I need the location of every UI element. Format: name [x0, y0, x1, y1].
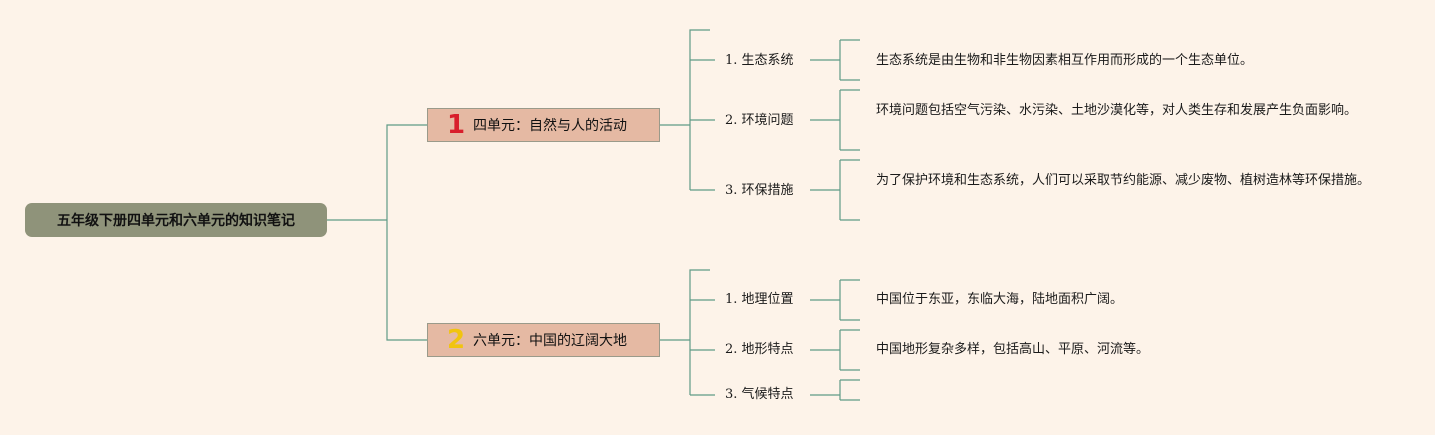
topic-connector-5	[810, 379, 860, 401]
section-node-unit6[interactable]: 2 六单元：中国的辽阔大地	[427, 323, 660, 357]
topic-connector-4	[810, 329, 860, 371]
topic-geography-location[interactable]: 1. 地理位置	[725, 292, 794, 307]
topic-environment-measures[interactable]: 3. 环保措施	[725, 183, 794, 198]
section-node-unit4[interactable]: 1 四单元：自然与人的活动	[427, 108, 660, 142]
description-terrain-features: 中国地形复杂多样，包括高山、平原、河流等。	[876, 342, 1150, 357]
topic-connector-1	[810, 89, 860, 151]
description-environment-measures: 为了保护环境和生态系统，人们可以采取节约能源、减少废物、植树造林等环保措施。	[876, 173, 1371, 188]
root-connector	[327, 124, 427, 341]
section1-connector	[660, 29, 715, 191]
root-node[interactable]: 五年级下册四单元和六单元的知识笔记	[25, 203, 327, 237]
topic-connector-3	[810, 279, 860, 321]
topic-connector-0	[810, 39, 860, 81]
section-title: 六单元：中国的辽阔大地	[473, 333, 627, 349]
root-title: 五年级下册四单元和六单元的知识笔记	[57, 213, 295, 229]
topic-climate-features[interactable]: 3. 气候特点	[725, 387, 794, 402]
section2-connector	[660, 269, 715, 396]
topic-ecosystem[interactable]: 1. 生态系统	[725, 53, 794, 68]
section-title: 四单元：自然与人的活动	[473, 118, 627, 134]
section-number-badge: 2	[446, 325, 466, 355]
description-environment-issues: 环境问题包括空气污染、水污染、土地沙漠化等，对人类生存和发展产生负面影响。	[876, 103, 1358, 118]
topic-terrain-features[interactable]: 2. 地形特点	[725, 342, 794, 357]
section-number-badge: 1	[446, 110, 466, 140]
description-geography-location: 中国位于东亚，东临大海，陆地面积广阔。	[876, 292, 1124, 307]
description-ecosystem: 生态系统是由生物和非生物因素相互作用而形成的一个生态单位。	[876, 53, 1254, 68]
topic-connector-2	[810, 159, 860, 221]
topic-environment-issues[interactable]: 2. 环境问题	[725, 113, 794, 128]
